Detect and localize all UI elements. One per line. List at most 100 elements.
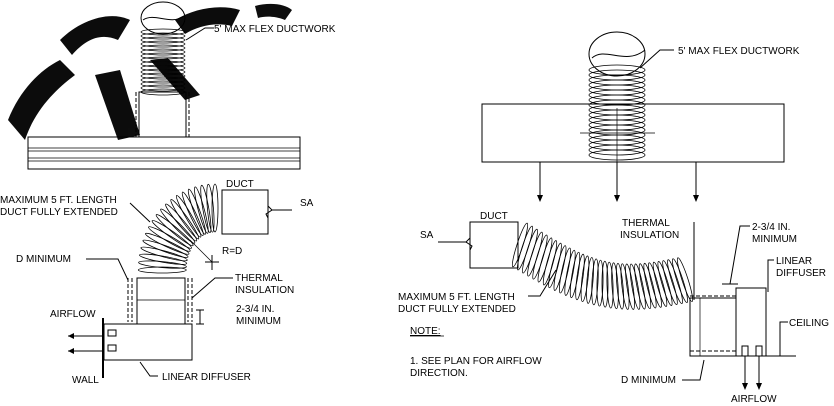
flex-ring bbox=[194, 186, 209, 234]
right-label-max-length-2: DUCT FULLY EXTENDED bbox=[398, 304, 516, 315]
flex-ring bbox=[142, 239, 189, 258]
flex-ring bbox=[606, 261, 614, 309]
right-label-diffuser-2: DIFFUSER bbox=[776, 268, 826, 279]
flex-ring bbox=[211, 183, 219, 233]
flex-ring bbox=[522, 228, 538, 274]
flex-ring bbox=[160, 208, 196, 244]
left-leader-flex-top bbox=[185, 27, 214, 41]
flex-ring bbox=[634, 263, 646, 310]
right-detail: 5' MAX FLEX DUCTWORK DUCT SA THERMAL INS… bbox=[398, 31, 829, 405]
flex-ring bbox=[151, 220, 192, 249]
flex-ring bbox=[181, 191, 204, 236]
flex-ring bbox=[611, 262, 619, 310]
flex-ring bbox=[615, 262, 625, 310]
right-duct-box bbox=[438, 221, 519, 269]
left-label-thermal-1: THERMAL bbox=[235, 273, 283, 284]
flex-ring bbox=[206, 183, 215, 233]
left-vertical-collar bbox=[127, 277, 193, 325]
left-label-max-length-1: MAXIMUM 5 FT. LENGTH bbox=[0, 195, 117, 206]
flex-ring bbox=[558, 247, 572, 294]
right-label-duct: DUCT bbox=[480, 211, 508, 222]
right-label-diffuser-1: LINEAR bbox=[776, 256, 812, 267]
flex-ring bbox=[657, 261, 673, 307]
flex-ring bbox=[629, 263, 641, 310]
right-leader-d-minimum bbox=[682, 359, 705, 381]
flex-ring bbox=[140, 32, 186, 40]
left-leader-thermal bbox=[191, 277, 233, 299]
flex-ring bbox=[575, 253, 585, 301]
right-horizontal-flex bbox=[511, 222, 694, 310]
right-label-d-minimum: D MINIMUM bbox=[621, 375, 676, 386]
flex-ring bbox=[140, 28, 186, 36]
flex-ring bbox=[596, 259, 604, 307]
left-label-gap-2: MINIMUM bbox=[236, 316, 281, 327]
right-label-airflow: AIRFLOW bbox=[731, 394, 777, 405]
flex-ring bbox=[140, 36, 186, 44]
left-duct-box bbox=[221, 189, 292, 235]
flex-ring bbox=[187, 188, 207, 235]
flex-ring bbox=[537, 237, 553, 283]
flex-ring bbox=[580, 255, 590, 303]
flex-ring bbox=[165, 203, 198, 242]
flex-ring bbox=[140, 84, 186, 92]
flex-ring bbox=[140, 76, 186, 84]
flex-ring bbox=[548, 242, 562, 289]
flex-ring bbox=[155, 214, 194, 247]
flex-ring bbox=[676, 257, 694, 302]
right-label-gap-1: 2-3/4 IN. bbox=[752, 222, 790, 233]
flex-ring bbox=[137, 266, 187, 274]
flex-ring bbox=[140, 44, 186, 52]
flex-ring bbox=[170, 199, 200, 240]
right-leader-diffuser bbox=[767, 259, 774, 292]
flex-ring bbox=[652, 261, 668, 307]
left-label-airflow: AIRFLOW bbox=[50, 309, 96, 320]
left-radius-line bbox=[189, 239, 213, 263]
right-leader-gap bbox=[729, 225, 750, 285]
right-note-title: NOTE: bbox=[410, 326, 441, 337]
right-top-flex-coil bbox=[580, 31, 655, 162]
left-label-wall: WALL bbox=[72, 375, 99, 386]
flex-ring bbox=[140, 72, 186, 80]
left-elbow-flex bbox=[137, 183, 219, 274]
left-label-gap-1: 2-3/4 IN. bbox=[236, 304, 274, 315]
flex-ring bbox=[667, 259, 683, 305]
flex-ring bbox=[140, 48, 186, 56]
right-leader-flex-top bbox=[639, 49, 674, 69]
left-linear-diffuser bbox=[103, 323, 193, 361]
flex-ring bbox=[148, 226, 191, 252]
left-label-radius: R=D bbox=[222, 246, 242, 257]
flex-ring bbox=[601, 260, 609, 308]
right-label-thermal-1: THERMAL bbox=[622, 218, 670, 229]
left-detail: 5' MAX FLEX DUCTWORK DUCT SA MAXIMUM 5 F… bbox=[0, 1, 336, 386]
right-label-gap-2: MINIMUM bbox=[752, 234, 797, 245]
flex-ring bbox=[553, 245, 567, 291]
right-leader-max-length bbox=[528, 269, 557, 297]
flex-ring bbox=[532, 234, 548, 280]
flex-ring bbox=[175, 195, 202, 238]
flex-ring bbox=[200, 184, 212, 233]
left-main-beam bbox=[27, 136, 301, 170]
left-label-max-length-2: DUCT FULLY EXTENDED bbox=[0, 207, 118, 218]
right-label-ceiling: CEILING bbox=[789, 318, 829, 329]
flex-ring bbox=[140, 40, 186, 48]
left-airflow-arrows bbox=[68, 333, 104, 354]
flex-ring bbox=[648, 262, 662, 308]
flex-ring bbox=[140, 64, 186, 72]
flex-ring bbox=[511, 222, 529, 268]
left-label-thermal-2: INSULATION bbox=[235, 285, 294, 296]
flex-ring bbox=[140, 56, 186, 64]
flex-ring bbox=[620, 263, 630, 310]
right-label-flex-top: 5' MAX FLEX DUCTWORK bbox=[678, 46, 800, 57]
flex-ring bbox=[591, 258, 599, 306]
flex-ring bbox=[527, 231, 543, 277]
left-leader-d-minimum bbox=[86, 258, 129, 281]
flex-ring bbox=[145, 232, 190, 255]
right-airflow-arrows bbox=[742, 356, 762, 390]
flex-ring bbox=[140, 68, 186, 76]
flex-ring bbox=[138, 260, 187, 269]
left-label-flex-top: 5' MAX FLEX DUCTWORK bbox=[214, 24, 336, 35]
flex-ring bbox=[643, 262, 657, 309]
flex-ring bbox=[638, 263, 652, 310]
right-leader-ceiling bbox=[779, 321, 788, 356]
flex-ring bbox=[140, 80, 186, 88]
